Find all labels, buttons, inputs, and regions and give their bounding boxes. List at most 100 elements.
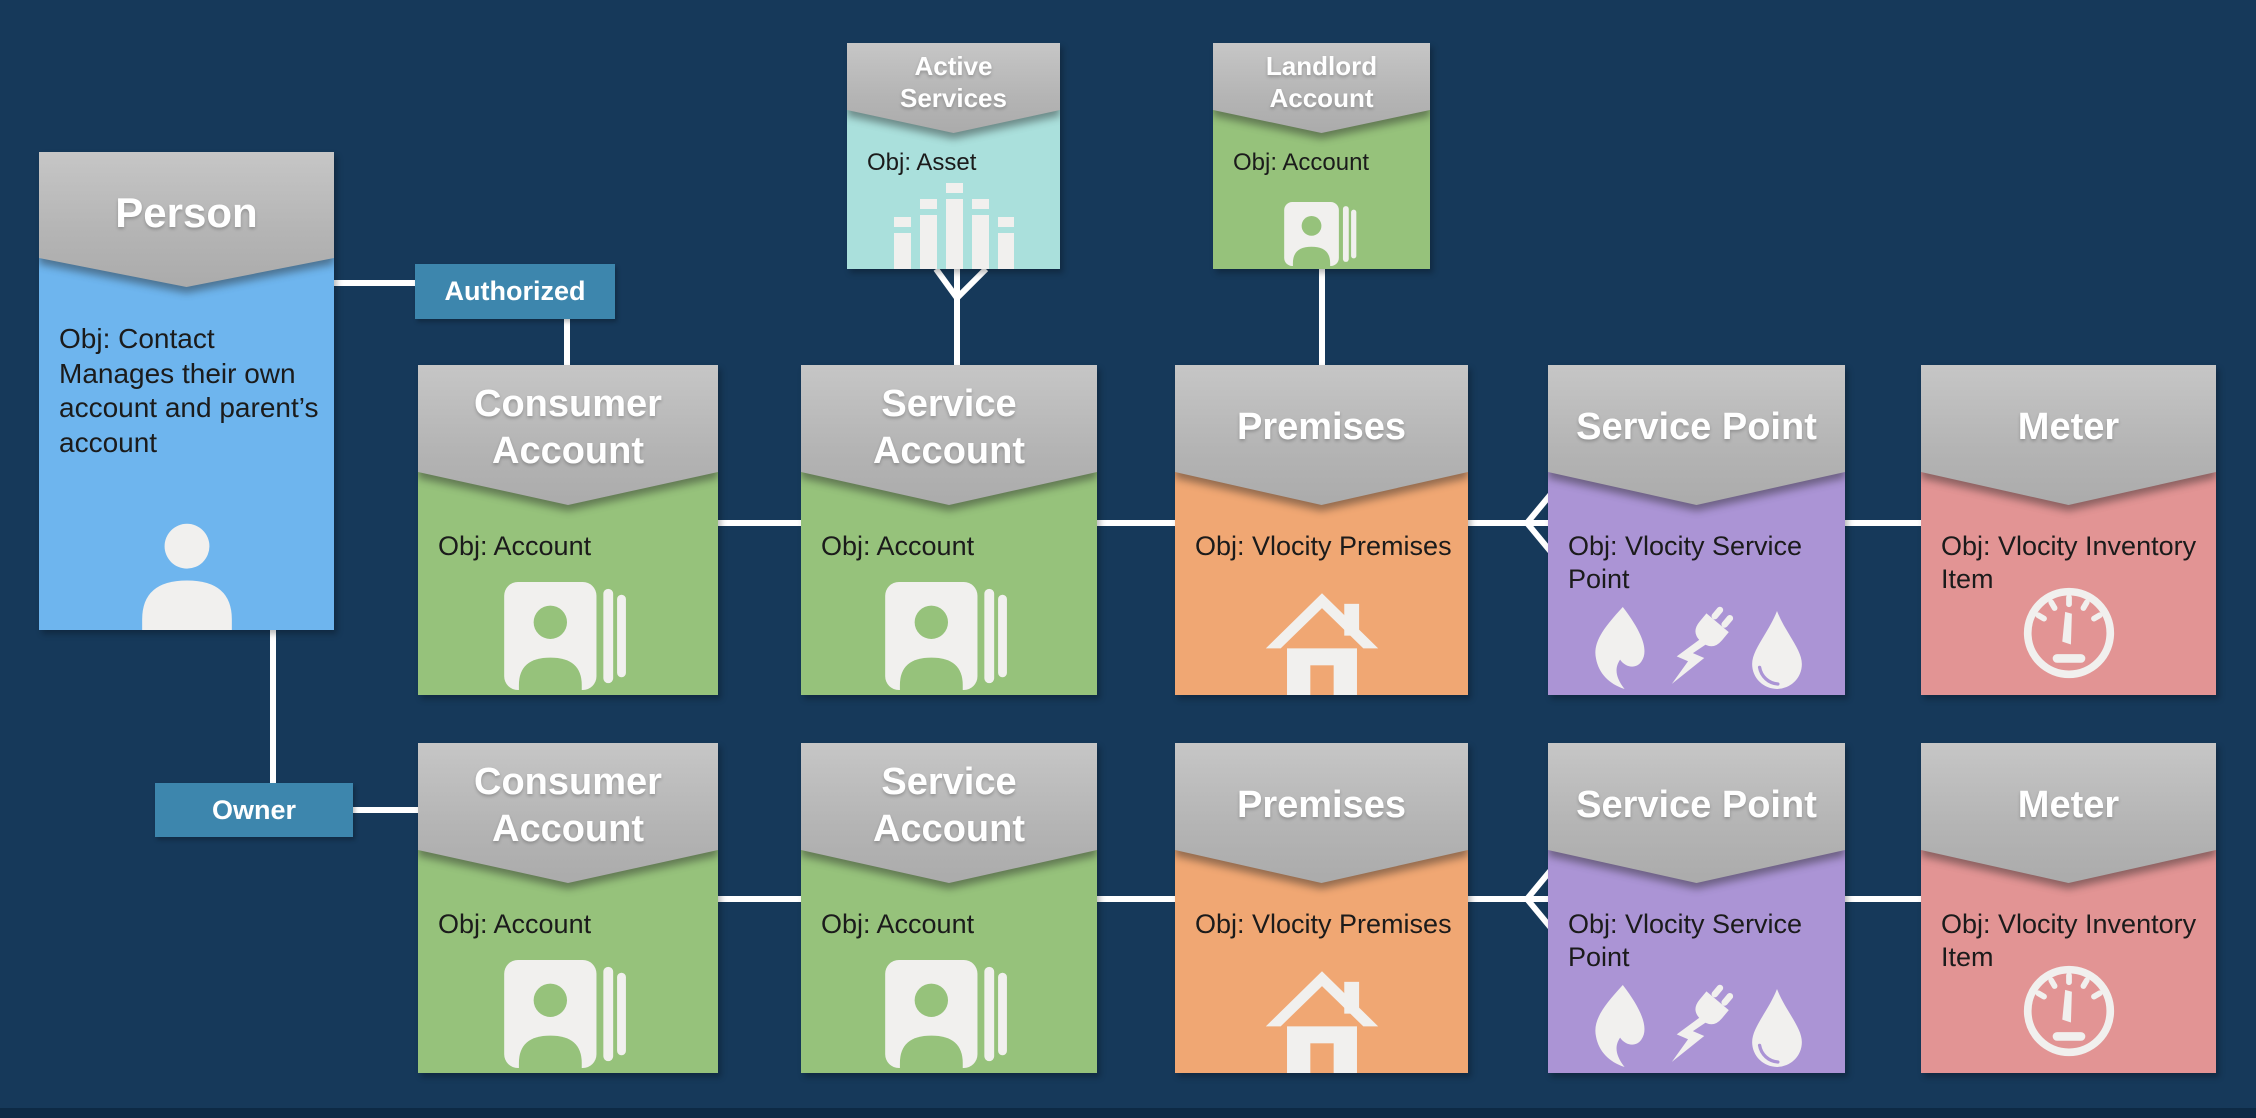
object-label: Obj: Account bbox=[821, 909, 975, 939]
chevron-banner bbox=[418, 365, 718, 505]
card-person-header: Person bbox=[39, 152, 334, 287]
chevron-banner bbox=[1921, 743, 2216, 883]
flame-icon bbox=[1588, 985, 1654, 1067]
object-label: Obj: Account bbox=[1233, 149, 1370, 176]
utility-icons bbox=[1588, 979, 1806, 1067]
contact-cards-icon bbox=[504, 582, 632, 690]
object-label: Obj: Vlocity Premises bbox=[1195, 531, 1452, 561]
card-service-point-row2: Obj: Vlocity Service Point Service Point bbox=[1548, 743, 1845, 1073]
card-body: Obj: Vlocity Premises bbox=[1175, 472, 1468, 695]
card-title: Premises bbox=[1236, 784, 1406, 827]
card-title: Service Account bbox=[872, 761, 1025, 850]
bottom-edge-strip bbox=[0, 1108, 2256, 1118]
owner-relationship-label: Owner bbox=[155, 783, 353, 837]
card-body: Obj: Vlocity Service Point bbox=[1548, 850, 1845, 1073]
card-title: Person bbox=[115, 189, 258, 237]
card-title: Premises bbox=[1236, 406, 1406, 449]
authorized-relationship-label: Authorized bbox=[415, 264, 615, 319]
plug-lightning-icon bbox=[1667, 601, 1735, 689]
contact-cards-icon bbox=[885, 582, 1013, 690]
object-label: Obj: Account bbox=[821, 531, 975, 561]
card-body: Obj: Account bbox=[418, 850, 718, 1073]
chevron-banner bbox=[1175, 365, 1468, 505]
card-person-body: Obj: Contact Manages their own account a… bbox=[39, 258, 334, 630]
chevron-banner bbox=[801, 365, 1097, 505]
card-header: Service Account bbox=[801, 365, 1097, 505]
person-icon bbox=[123, 512, 251, 630]
bar-chart-icon bbox=[894, 169, 1014, 269]
card-header: Premises bbox=[1175, 365, 1468, 505]
card-header: Service Account bbox=[801, 743, 1097, 883]
chevron-banner bbox=[418, 743, 718, 883]
card-title: Consumer Account bbox=[474, 761, 662, 850]
contact-cards-icon bbox=[504, 960, 632, 1068]
card-body: Obj: Vlocity Inventory Item bbox=[1921, 472, 2216, 695]
house-icon bbox=[1261, 967, 1383, 1073]
person-description: Manages their own account and parent’s a… bbox=[59, 357, 319, 459]
contact-cards-icon bbox=[1284, 202, 1360, 266]
gauge-icon bbox=[2021, 585, 2117, 681]
object-label: Obj: Vlocity Inventory Item bbox=[1941, 531, 2197, 595]
card-active-services: Obj: Asset Active Services bbox=[847, 43, 1060, 269]
object-label: Obj: Vlocity Inventory Item bbox=[1941, 909, 2197, 973]
gauge-icon bbox=[2021, 963, 2117, 1059]
card-consumer-account-row1: Obj: Account Consumer Account bbox=[418, 365, 718, 695]
card-service-account-row2: Obj: Account Service Account bbox=[801, 743, 1097, 1073]
card-header: Service Point bbox=[1548, 365, 1845, 505]
object-label: Obj: Vlocity Service Point bbox=[1568, 531, 1803, 595]
water-drop-icon bbox=[1748, 989, 1806, 1067]
flame-icon bbox=[1588, 607, 1654, 689]
card-header: Consumer Account bbox=[418, 365, 718, 505]
card-title: Consumer Account bbox=[474, 383, 662, 472]
object-label: Obj: Contact bbox=[59, 323, 215, 354]
card-title: Active Services bbox=[899, 51, 1007, 113]
chevron-banner bbox=[1175, 743, 1468, 883]
card-header: Consumer Account bbox=[418, 743, 718, 883]
utility-icons bbox=[1588, 601, 1806, 689]
object-label: Obj: Vlocity Service Point bbox=[1568, 909, 1803, 973]
card-body: Obj: Vlocity Service Point bbox=[1548, 472, 1845, 695]
object-label: Obj: Account bbox=[438, 909, 592, 939]
chevron-banner bbox=[801, 743, 1097, 883]
card-header: Meter bbox=[1921, 743, 2216, 883]
card-landlord-account: Obj: Account Landlord Account bbox=[1213, 43, 1430, 269]
chevron-banner bbox=[1548, 365, 1845, 505]
plug-lightning-icon bbox=[1667, 979, 1735, 1067]
house-icon bbox=[1261, 589, 1383, 695]
contact-cards-icon bbox=[885, 960, 1013, 1068]
chevron-banner bbox=[1921, 365, 2216, 505]
card-header: Meter bbox=[1921, 365, 2216, 505]
card-body: Obj: Account bbox=[801, 850, 1097, 1073]
card-body: Obj: Account bbox=[418, 472, 718, 695]
object-label: Obj: Vlocity Premises bbox=[1195, 909, 1452, 939]
card-meter-row2: Obj: Vlocity Inventory Item Meter bbox=[1921, 743, 2216, 1073]
card-title: Meter bbox=[2017, 784, 2120, 827]
card-landlord-account-body: Obj: Account bbox=[1213, 110, 1430, 269]
card-title: Landlord Account bbox=[1265, 51, 1378, 113]
water-drop-icon bbox=[1748, 611, 1806, 689]
card-header: Service Point bbox=[1548, 743, 1845, 883]
object-label: Obj: Account bbox=[438, 531, 592, 561]
card-meter-row1: Obj: Vlocity Inventory Item Meter bbox=[1921, 365, 2216, 695]
card-body: Obj: Vlocity Premises bbox=[1175, 850, 1468, 1073]
card-service-point-row1: Obj: Vlocity Service Point Service Point bbox=[1548, 365, 1845, 695]
card-body: Obj: Vlocity Inventory Item bbox=[1921, 850, 2216, 1073]
card-active-services-body: Obj: Asset bbox=[847, 110, 1060, 269]
card-person: Obj: Contact Manages their own account a… bbox=[39, 152, 334, 630]
card-header: Premises bbox=[1175, 743, 1468, 883]
card-service-account-row1: Obj: Account Service Account bbox=[801, 365, 1097, 695]
card-premises-row1: Obj: Vlocity Premises Premises bbox=[1175, 365, 1468, 695]
card-active-services-header: Active Services bbox=[847, 43, 1060, 133]
card-landlord-account-header: Landlord Account bbox=[1213, 43, 1430, 133]
card-title: Service Point bbox=[1576, 406, 1817, 449]
object-label: Obj: Asset bbox=[867, 149, 977, 176]
card-premises-row2: Obj: Vlocity Premises Premises bbox=[1175, 743, 1468, 1073]
card-person-text: Obj: Contact Manages their own account a… bbox=[59, 322, 328, 461]
card-consumer-account-row2: Obj: Account Consumer Account bbox=[418, 743, 718, 1073]
chevron-banner bbox=[1548, 743, 1845, 883]
card-title: Service Point bbox=[1576, 784, 1817, 827]
chevron-banner bbox=[39, 152, 334, 287]
card-title: Service Account bbox=[872, 383, 1025, 472]
